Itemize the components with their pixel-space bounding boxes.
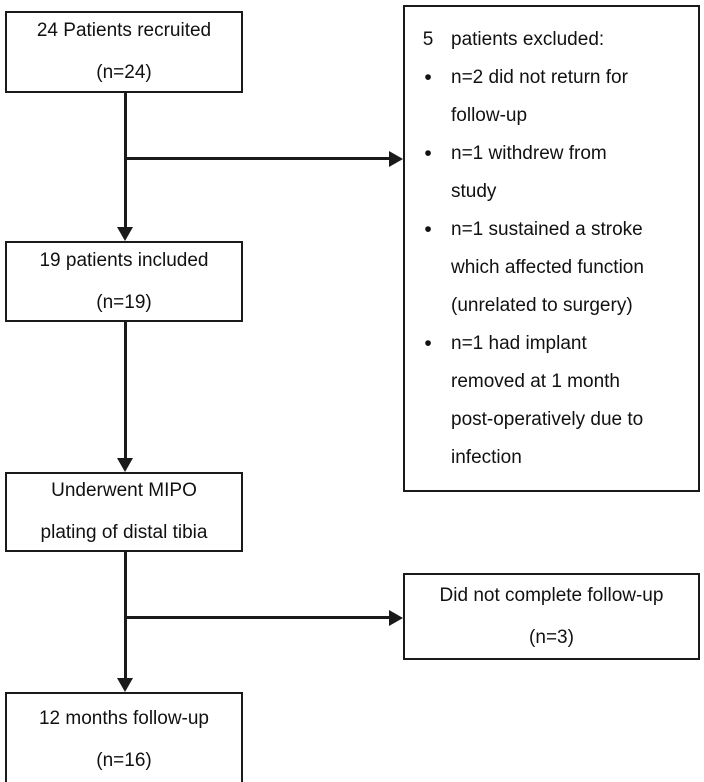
excluded-item-text: n=1 withdrew from study (451, 135, 692, 211)
excluded-list-item: • n=1 sustained a stroke which affected … (405, 211, 692, 325)
connector-included-to-procedure (124, 322, 127, 458)
bullet-icon: • (424, 332, 432, 355)
node-underwent-mipo-plating: Underwent MIPO plating of distal tibia (5, 472, 243, 552)
connector-recruited-to-excluded (124, 157, 395, 160)
node-procedure-line1: Underwent MIPO (51, 480, 197, 502)
excluded-count-marker: 5 (422, 29, 434, 50)
excluded-item-text: n=1 sustained a stroke which affected fu… (451, 211, 692, 325)
node-included-line2: (n=19) (96, 291, 152, 313)
excluded-item-line: n=1 had implant (451, 333, 587, 354)
node-lost-followup-line2: (n=3) (529, 626, 574, 648)
connector-recruited-to-included (124, 93, 127, 227)
node-followup-line1: 12 months follow-up (38, 707, 210, 729)
excluded-list-item: • n=1 withdrew from study (405, 135, 692, 211)
arrowhead-to-excluded (389, 151, 403, 167)
node-recruited-line1: 24 Patients recruited (36, 20, 212, 42)
excluded-item-line: (unrelated to surgery) (451, 295, 633, 316)
excluded-list-item: • n=1 had implant removed at 1 month pos… (405, 325, 692, 477)
arrowhead-to-lost-followup (389, 610, 403, 626)
connector-procedure-to-followup (124, 552, 127, 678)
node-12-months-followup: 12 months follow-up (n=16) (5, 692, 243, 782)
excluded-item-line: which affected function (451, 257, 644, 278)
excluded-item-line: follow-up (451, 105, 528, 126)
node-included-line1: 19 patients included (39, 249, 209, 271)
excluded-item-line: post-operatively due to (451, 409, 644, 430)
bullet-icon: • (424, 218, 432, 241)
excluded-item-text: n=2 did not return for follow-up (451, 59, 692, 135)
bullet-icon: • (424, 66, 432, 89)
arrowhead-to-included (117, 227, 133, 241)
excluded-heading-text: patients excluded: (451, 29, 605, 50)
bullet-icon: • (424, 142, 432, 165)
node-did-not-complete-followup: Did not complete follow-up (n=3) (403, 573, 700, 660)
node-patients-recruited: 24 Patients recruited (n=24) (5, 11, 243, 93)
excluded-item-line: infection (451, 447, 522, 468)
excluded-item-line: n=2 did not return for (451, 67, 628, 88)
excluded-item-line: n=1 withdrew from (451, 143, 607, 164)
excluded-item-line: removed at 1 month (451, 371, 620, 392)
node-patients-included: 19 patients included (n=19) (5, 241, 243, 322)
excluded-heading-row: 5 patients excluded: (405, 21, 692, 59)
excluded-item-line: study (451, 181, 497, 202)
node-procedure-line2: plating of distal tibia (40, 522, 208, 543)
arrowhead-to-followup (117, 678, 133, 692)
node-followup-line2: (n=16) (96, 749, 152, 771)
excluded-list-item: • n=2 did not return for follow-up (405, 59, 692, 135)
excluded-item-line: n=1 sustained a stroke (451, 219, 643, 240)
node-recruited-line2: (n=24) (96, 62, 152, 83)
node-lost-followup-line1: Did not complete follow-up (439, 584, 664, 606)
excluded-item-text: n=1 had implant removed at 1 month post-… (451, 325, 692, 477)
arrowhead-to-procedure (117, 458, 133, 472)
node-patients-excluded: 5 patients excluded: • n=2 did not retur… (403, 5, 700, 492)
connector-procedure-to-lost-followup (124, 616, 395, 619)
